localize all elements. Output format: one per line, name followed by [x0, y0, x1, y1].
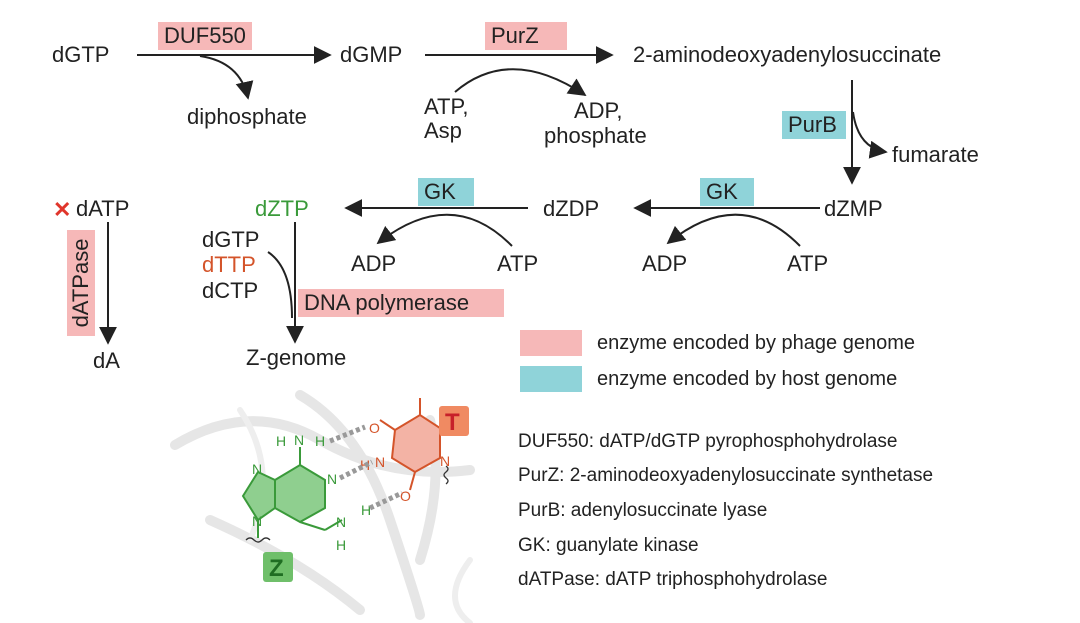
- svg-text:N: N: [252, 513, 262, 529]
- metabolite-aminodeoxyadenylosuccinate: 2-aminodeoxyadenylosuccinate: [633, 42, 942, 67]
- legend-label-host: enzyme encoded by host genome: [597, 368, 898, 390]
- metabolite-dzmp: dZMP: [824, 196, 883, 221]
- metabolite-asp: Asp: [424, 118, 462, 143]
- metabolite-phosphate: phosphate: [544, 123, 647, 148]
- svg-text:N: N: [336, 514, 346, 530]
- enzyme-gk-left: GK: [418, 178, 474, 206]
- svg-text:O: O: [400, 488, 411, 504]
- metabolite-dzdp: dZDP: [543, 196, 600, 221]
- svg-text:N: N: [252, 461, 262, 477]
- metabolite-fumarate: fumarate: [892, 142, 979, 167]
- enzyme-purb: PurB: [782, 111, 846, 139]
- svg-text:N: N: [440, 453, 450, 469]
- enzyme-duf550: DUF550: [158, 22, 252, 50]
- t-badge: [439, 406, 469, 436]
- arrow-pool-merge: [267, 251, 293, 319]
- cross-mark-icon: ✕: [53, 197, 72, 222]
- svg-text:H: H: [336, 537, 346, 553]
- definition-purz: PurZ: 2-aminodeoxyadenylosuccinate synth…: [518, 465, 934, 486]
- legend-swatch-phage: [520, 330, 582, 356]
- arrow-gk-right-cofactor: [666, 213, 801, 247]
- definition-datpase: dATPase: dATP triphosphohydrolase: [518, 569, 828, 590]
- metabolite-dgmp: dGMP: [340, 42, 403, 67]
- z-base-structure: [241, 463, 326, 524]
- svg-text:Z: Z: [269, 555, 284, 582]
- metabolite-adp-comma: ADP,: [574, 98, 623, 123]
- svg-text:H: H: [315, 433, 325, 449]
- metabolite-da: dA: [93, 348, 120, 373]
- legend-swatch-host: [520, 366, 582, 392]
- svg-text:H: H: [276, 433, 286, 449]
- definition-gk: GK: guanylate kinase: [518, 535, 699, 556]
- z-base-atoms: N H H N N N N H H: [252, 432, 371, 553]
- metabolite-adp-left: ADP: [351, 251, 397, 276]
- arrow-gk-left-cofactor: [376, 213, 513, 247]
- enzyme-datpase: dATPase: [67, 230, 95, 336]
- definition-duf550: DUF550: dATP/dGTP pyrophosphohydrolase: [518, 431, 898, 452]
- metabolite-atp-right: ATP: [787, 251, 829, 276]
- metabolite-datp: dATP: [76, 196, 130, 221]
- arrow-purz-cofactor: [454, 68, 587, 96]
- z-badge: [263, 552, 293, 582]
- metabolite-z-genome: Z-genome: [246, 345, 347, 370]
- legend-label-phage: enzyme encoded by phage genome: [597, 332, 916, 354]
- svg-text:N: N: [327, 471, 337, 487]
- pool-dctp: dCTP: [202, 278, 259, 303]
- svg-text:N: N: [294, 432, 304, 448]
- metabolite-adp-right: ADP: [642, 251, 688, 276]
- arrow-diphosphate-branch: [199, 55, 254, 100]
- pool-dttp: dTTP: [202, 252, 256, 277]
- enzyme-gk-right: GK: [700, 178, 754, 206]
- svg-text:H: H: [361, 502, 371, 518]
- metabolite-dgtp: dGTP: [52, 42, 110, 67]
- enzyme-purz: PurZ: [485, 22, 567, 50]
- enzyme-dna-polymerase: DNA polymerase: [298, 289, 504, 317]
- svg-text:O: O: [369, 420, 380, 436]
- arrow-fumarate-branch: [852, 111, 888, 159]
- metabolite-atp-left: ATP: [497, 251, 539, 276]
- metabolite-diphosphate: diphosphate: [187, 104, 307, 129]
- pool-dgtp: dGTP: [202, 227, 260, 252]
- svg-text:T: T: [445, 409, 460, 436]
- dna-helix-backdrop: [170, 390, 475, 620]
- svg-text:N: N: [375, 454, 385, 470]
- metabolite-dztp: dZTP: [255, 196, 309, 221]
- hydrogen-bonds: [329, 424, 404, 511]
- definition-purb: PurB: adenylosuccinate lyase: [518, 500, 768, 521]
- metabolite-atp-comma: ATP,: [424, 94, 469, 119]
